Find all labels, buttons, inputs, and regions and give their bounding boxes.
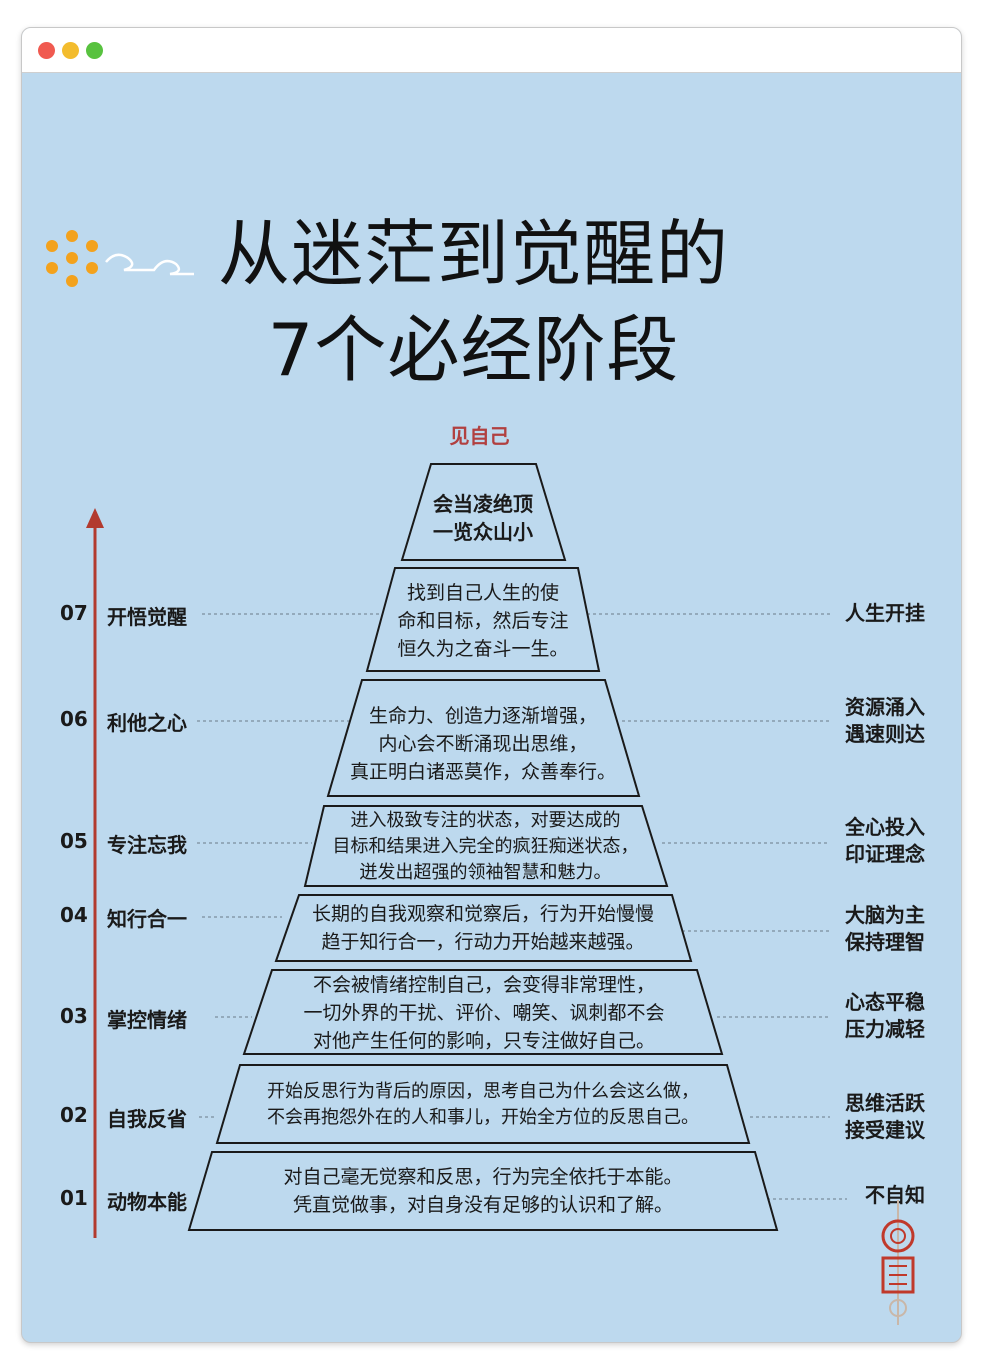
page-title-line1: 从迷茫到觉醒的 [217,212,729,296]
stage-name: 动物本能 [107,1190,187,1214]
decorative-dots-icon [46,230,194,287]
stage-description: 开始反思行为背后的原因，思考自己为什么会这么做， 不会再抱怨外在的人和事儿，开始… [267,1081,699,1128]
stage-description: 不会被情绪控制自己，会变得非常理性， 一切外界的干扰、评价、嘲笑、讽刺都不会 对… [303,974,665,1052]
peak-text: 会当凌绝顶 一览众山小 [433,492,533,544]
pyramid-tier-04 [274,894,693,962]
app-window: 从迷茫到觉醒的 7个必经阶段 见自己 [21,27,962,1343]
stage-result: 全心投入 印证理念 [845,815,925,866]
seal-stamp-icon [881,1200,915,1325]
pyramid-tier-03 [242,969,724,1055]
stage-name: 知行合一 [107,907,187,931]
stage-number: 01 [60,1186,88,1210]
stage-number: 05 [60,829,88,853]
pyramid-tier-peak [400,463,567,561]
pyramid-diagram [86,463,847,1238]
stage-result: 资源涌入 遇速则达 [845,695,925,746]
summit-label: 见自己 [449,424,510,448]
stage-description: 找到自己人生的使 命和目标，然后专注 恒久为之奋斗一生。 [397,582,569,660]
stage-result: 大脑为主 保持理智 [845,903,925,954]
window-titlebar [22,28,961,73]
pyramid-tier-06 [326,679,641,797]
pyramid-tier-07 [365,567,601,672]
stage-result: 心态平稳 压力减轻 [845,990,925,1041]
stage-description: 长期的自我观察和觉察后，行为开始慢慢 趋于知行合一，行动力开始越来越强。 [311,903,654,953]
pyramid-tier-01 [187,1151,779,1231]
stage-name: 掌控情绪 [107,1008,187,1032]
stage-number: 02 [60,1103,88,1127]
stage-number: 07 [60,601,88,625]
pyramid-tier-05 [303,805,669,887]
maximize-window-button[interactable] [86,42,103,59]
arrow-head-icon [86,508,104,528]
stage-result: 不自知 [865,1183,925,1207]
stage-name: 利他之心 [107,711,187,735]
close-window-button[interactable] [38,42,55,59]
pyramid-tier-02 [215,1064,751,1144]
stage-description: 生命力、创造力逐渐增强， 内心会不断涌现出思维， 真正明白诸恶莫作，众善奉行。 [349,705,616,783]
stage-description: 进入极致专注的状态，对要达成的 目标和结果进入完全的疯狂痴迷状态， 迸发出超强的… [332,810,639,883]
minimize-window-button[interactable] [62,42,79,59]
stage-number: 03 [60,1004,88,1028]
stage-number: 06 [60,707,88,731]
page-title-line2: 7个必经阶段 [267,308,680,392]
stage-result: 思维活跃 接受建议 [845,1091,925,1142]
stage-name: 自我反省 [107,1107,187,1131]
stage-name: 专注忘我 [107,833,187,857]
stage-number: 04 [60,903,88,927]
stage-name: 开悟觉醒 [107,605,187,629]
stage-result: 人生开挂 [845,601,925,625]
stage-description: 对自己毫无觉察和反思，行为完全依托于本能。 凭直觉做事，对自身没有足够的认识和了… [283,1166,683,1216]
